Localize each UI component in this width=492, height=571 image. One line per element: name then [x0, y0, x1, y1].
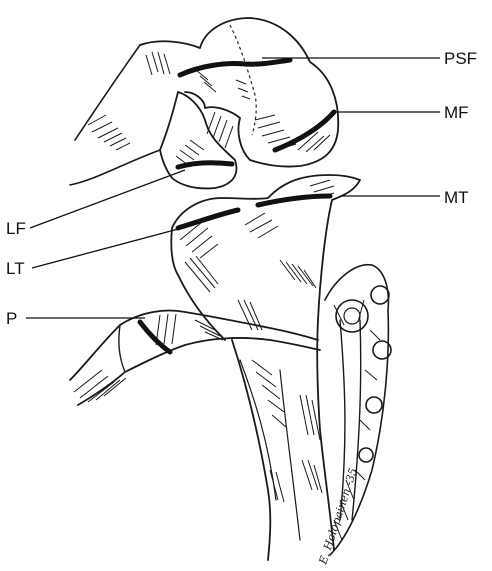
- femur-condyles: [70, 18, 338, 188]
- lt-leader-line: [32, 228, 182, 268]
- label-mf: MF: [444, 103, 469, 122]
- tibia: [171, 175, 360, 560]
- label-lt: LT: [6, 259, 25, 278]
- label-psf: PSF: [444, 49, 477, 68]
- lf-leader-line: [30, 170, 185, 228]
- label-p: P: [6, 309, 17, 328]
- label-lf: LF: [6, 219, 26, 238]
- label-mt: MT: [444, 188, 469, 207]
- artist-signature: E. Holopainen -35: [316, 466, 360, 566]
